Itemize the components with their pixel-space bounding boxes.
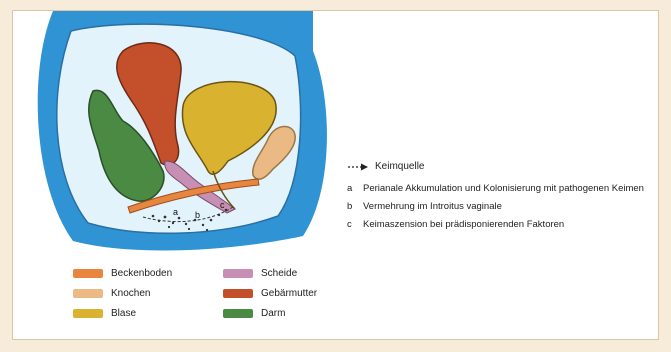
pelvis-illustration: a b c xyxy=(13,11,343,261)
legend-swatch xyxy=(73,289,103,298)
note-text: Vermehrung im Introitus vaginale xyxy=(363,201,502,213)
diagram-label-b: b xyxy=(195,210,200,220)
legend-label: Scheide xyxy=(261,268,297,279)
legend-label: Darm xyxy=(261,308,285,319)
legend-label: Beckenboden xyxy=(111,268,172,279)
keimquelle-label: Keimquelle xyxy=(375,161,424,172)
keimquelle-key: Keimquelle xyxy=(347,161,424,172)
legend-swatch xyxy=(223,309,253,318)
note-letter: a xyxy=(347,183,363,195)
legend-item-beckenboden: Beckenboden xyxy=(73,267,223,279)
legend: Beckenboden Scheide Knochen Gebärmutter … xyxy=(73,267,403,319)
note-letter: c xyxy=(347,219,363,231)
note-letter: b xyxy=(347,201,363,213)
legend-item-gebaermutter: Gebärmutter xyxy=(223,287,383,299)
legend-swatch xyxy=(223,269,253,278)
legend-label: Gebärmutter xyxy=(261,288,317,299)
legend-label: Blase xyxy=(111,308,136,319)
note-b: b Vermehrung im Introitus vaginale xyxy=(347,201,657,213)
dashed-arrow-icon xyxy=(347,163,369,171)
note-text: Keimaszension bei prädisponierenden Fakt… xyxy=(363,219,564,231)
legend-swatch xyxy=(73,269,103,278)
diagram-label-c: c xyxy=(220,200,225,210)
legend-item-knochen: Knochen xyxy=(73,287,223,299)
legend-item-blase: Blase xyxy=(73,307,223,319)
note-c: c Keimaszension bei prädisponierenden Fa… xyxy=(347,219,657,231)
figure-frame: a b c Keimquelle a Perianale Akkumulatio… xyxy=(12,10,659,340)
legend-swatch xyxy=(73,309,103,318)
legend-item-scheide: Scheide xyxy=(223,267,383,279)
legend-swatch xyxy=(223,289,253,298)
diagram-label-a: a xyxy=(173,207,178,217)
legend-label: Knochen xyxy=(111,288,150,299)
note-text: Perianale Akkumulation und Kolonisierung… xyxy=(363,183,644,195)
notes-list: a Perianale Akkumulation und Kolonisieru… xyxy=(347,183,657,237)
note-a: a Perianale Akkumulation und Kolonisieru… xyxy=(347,183,657,195)
legend-item-darm: Darm xyxy=(223,307,383,319)
